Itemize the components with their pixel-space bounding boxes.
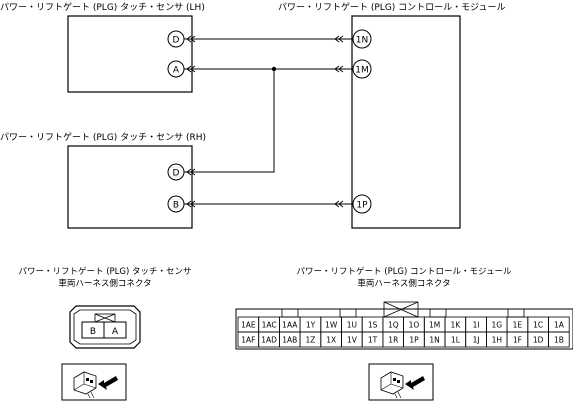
module-connector-grid: 1AE 1AC 1AA 1Y 1W 1U 1S 1Q 1O 1M 1K 1I 1G 1E 1C 1A 1AF 1A… [237, 316, 570, 348]
connector-cell-label: 1R [388, 336, 398, 345]
pin-lh-d: D [173, 36, 180, 46]
connector-cell-label: 1L [451, 336, 461, 345]
pin-circle [167, 60, 185, 78]
connector-cell-label: 1AE [241, 321, 256, 330]
connector-cell-label: 1F [513, 336, 522, 345]
connector-cell-label: 1P [409, 336, 419, 345]
module-label: パワー・リフトゲート (PLG) コントロール・モジュール [278, 1, 506, 13]
connector-cell-label: 1W [325, 321, 338, 330]
pin-circle [352, 194, 372, 214]
splice-point [271, 66, 277, 72]
sensor-connector-face [69, 305, 141, 349]
pin-m-1m: 1M [355, 66, 369, 76]
connector-cell-label: 1S [368, 321, 378, 330]
connector-cell-label: 1K [451, 321, 462, 330]
connector-cell-label: 1D [533, 336, 544, 345]
sensor-rh-box [67, 145, 193, 229]
connector-cell-label: 1Q [388, 321, 399, 330]
sensor-cell-a: A [112, 327, 119, 337]
connector-cell-label: 1AD [261, 336, 277, 345]
chevron-marks [186, 35, 344, 208]
module-connector-title: パワー・リフトゲート (PLG) コントロール・モジュール [297, 266, 512, 277]
pin-circle [167, 195, 185, 213]
connector-cell-label: 1X [326, 336, 336, 345]
connector-cell-label: 1U [347, 321, 357, 330]
pin-m-1n: 1N [356, 36, 368, 46]
pin-circle [167, 30, 185, 48]
pin-m-1p: 1P [356, 201, 368, 211]
connector-cell-label: 1C [533, 321, 543, 330]
pin-circle [352, 29, 372, 49]
connector-cell-label: 1A [554, 321, 565, 330]
connector-cell-label: 1AA [282, 321, 298, 330]
connector-cell-label: 1M [429, 321, 440, 330]
connector-cell-label: 1B [554, 336, 564, 345]
connector-cell-label: 1Z [306, 336, 316, 345]
pin-circle [167, 163, 185, 181]
connector-cell-label: 1G [492, 321, 503, 330]
connector-cell-label: 1I [473, 321, 480, 330]
connector-view-icon [368, 363, 434, 401]
module-connector-subtitle: 車両ハーネス側コネクタ [357, 278, 450, 289]
pin-circle [352, 59, 372, 79]
connector-cell-label: 1Y [306, 321, 316, 330]
sensor-cell-b: B [90, 327, 96, 337]
pin-rh-b: B [173, 201, 179, 211]
connector-cell-label: 1AC [262, 321, 277, 330]
connector-cell [548, 331, 570, 348]
connector-cell-label: 1J [473, 336, 480, 345]
connector-cell-label: 1T [368, 336, 378, 345]
connector-cell-label: 1N [429, 336, 439, 345]
sensor-rh-label: パワー・リフトゲート (PLG) タッチ・センサ (RH) [0, 131, 206, 143]
connector-cell-label: 1AF [241, 336, 255, 345]
connector-cell-label: 1E [513, 321, 523, 330]
sensor-connector-title: パワー・リフトゲート (PLG) タッチ・センサ [19, 266, 192, 277]
sensor-connector-subtitle: 車両ハーネス側コネクタ [58, 278, 151, 289]
pin-lh-a: A [173, 66, 180, 76]
connector-cell-label: 1O [409, 321, 420, 330]
wire-rh-d-branch [184, 69, 275, 173]
sensor-lh-box [67, 15, 193, 93]
connector-cell-label: 1H [492, 336, 502, 345]
connector-cell-label: 1AB [282, 336, 297, 345]
connector-cell-label: 1V [347, 336, 358, 345]
sensor-lh-label: パワー・リフトゲート (PLG) タッチ・センサ (LH) [0, 1, 205, 13]
connector-view-icon [61, 363, 127, 401]
module-box [351, 15, 461, 229]
pin-rh-d: D [173, 169, 180, 179]
